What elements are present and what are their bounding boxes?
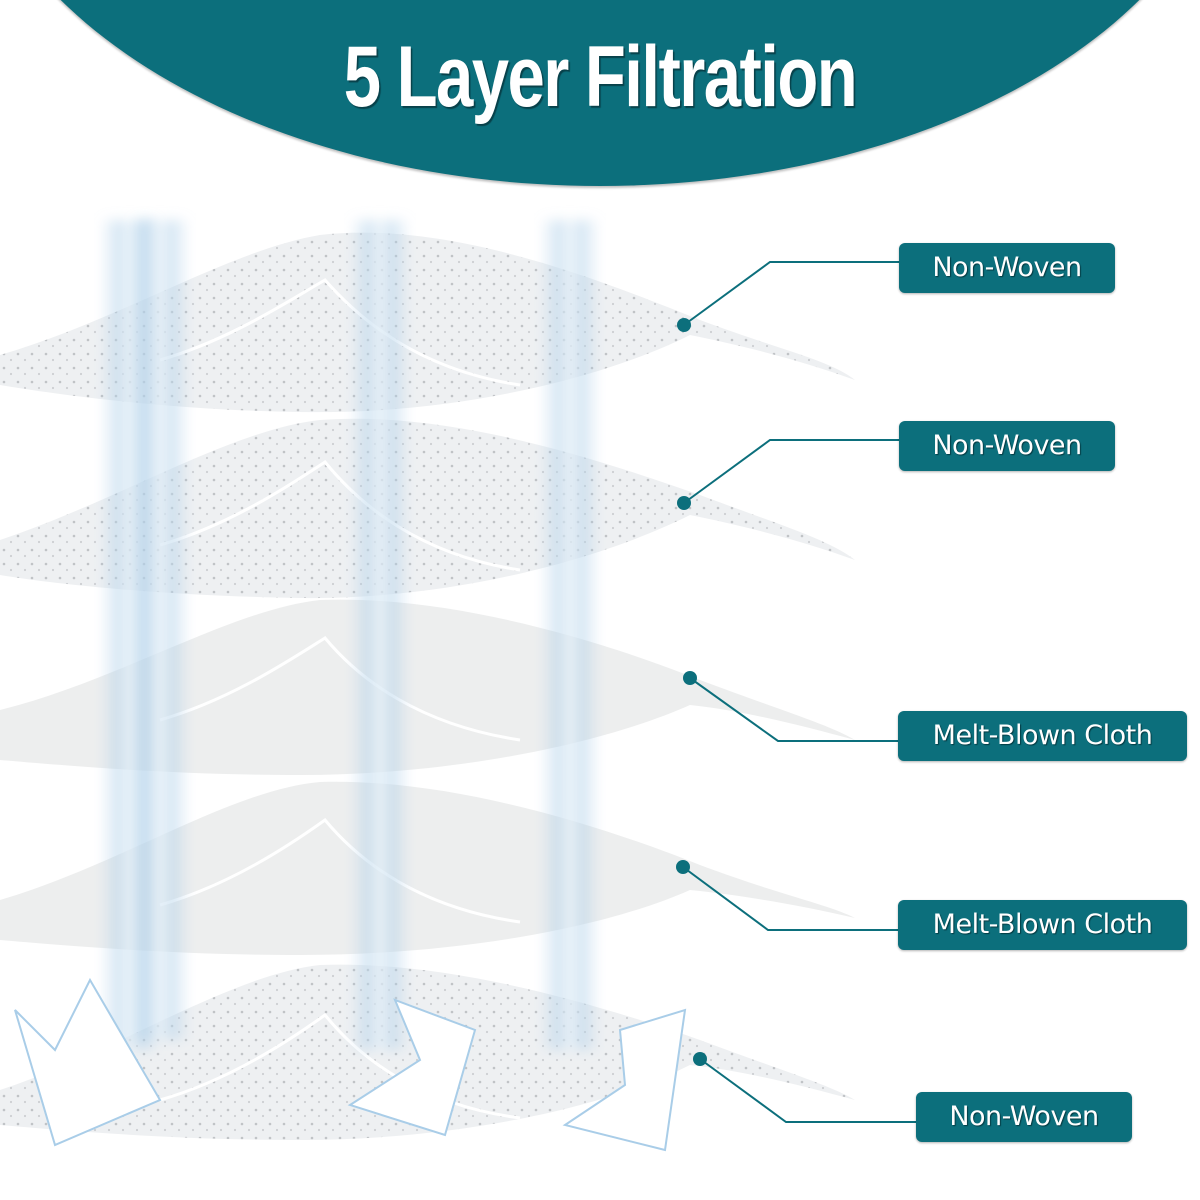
fabric-layer-4 — [0, 781, 855, 955]
callout-dot-icon — [676, 860, 690, 874]
down-arrow-icon — [540, 220, 687, 1152]
layer-label-1: Non-Woven — [899, 243, 1115, 293]
fabric-layer-3 — [0, 599, 855, 775]
airflow-arrows — [14, 220, 687, 1152]
layer-label-2: Non-Woven — [899, 421, 1115, 471]
layer-label-5: Non-Woven — [916, 1092, 1132, 1142]
callout-dot-icon — [693, 1052, 707, 1066]
callout-dot-icon — [677, 496, 691, 510]
layer-label-3: Melt-Blown Cloth — [898, 711, 1187, 761]
fabric-layer-1 — [0, 232, 855, 413]
fabric-layer-2 — [0, 418, 855, 599]
callout-lines — [682, 261, 918, 1123]
callout-dots — [676, 318, 707, 1066]
callout-dot-icon — [683, 671, 697, 685]
down-arrow-icon — [130, 220, 190, 1040]
page-title: 5 Layer Filtration — [343, 29, 858, 125]
callout-dot-icon — [677, 318, 691, 332]
down-arrow-icon — [347, 220, 477, 1137]
layer-label-4: Melt-Blown Cloth — [898, 900, 1187, 950]
